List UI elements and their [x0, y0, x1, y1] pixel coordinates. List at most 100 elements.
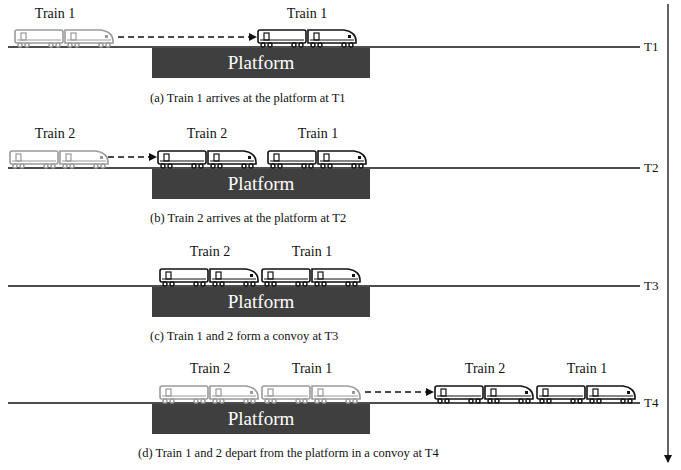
- train-light: [105, 35, 108, 38]
- train-wheel: [321, 164, 325, 168]
- train-car: [537, 386, 585, 399]
- train-wheel: [211, 164, 215, 168]
- train-wheel: [495, 399, 499, 403]
- train-stripe: [62, 161, 106, 162]
- train-light: [358, 156, 361, 159]
- train-wheel: [303, 399, 307, 403]
- train-wheel: [621, 399, 625, 403]
- train-wheel: [547, 399, 551, 403]
- train-wheel: [597, 399, 601, 403]
- motion-arrow: [108, 37, 433, 392]
- train-car: [485, 386, 533, 399]
- train-wheel: [194, 399, 198, 403]
- train-stripe: [487, 396, 531, 397]
- train-stripe: [589, 396, 633, 397]
- train-door: [214, 154, 219, 161]
- time-label: T3: [644, 279, 658, 293]
- train-name: Train 1: [292, 361, 332, 376]
- train-car: [210, 269, 258, 282]
- train-stripe: [539, 396, 583, 397]
- train-door: [324, 154, 329, 161]
- train-name: Train 2: [187, 126, 227, 141]
- train-door: [66, 154, 71, 161]
- time-axis: [667, 4, 668, 462]
- train-door: [268, 272, 273, 279]
- train-wheel: [201, 399, 205, 403]
- train-wheel: [571, 399, 575, 403]
- train-stripe: [212, 279, 256, 280]
- time-label: T2: [644, 161, 658, 175]
- time-label: T1: [644, 40, 658, 54]
- train-wheel: [352, 164, 356, 168]
- train-wheel: [302, 164, 306, 168]
- train-car: [160, 386, 208, 399]
- train-name: Train 2: [190, 361, 230, 376]
- train-stripe: [260, 40, 304, 41]
- train-door: [593, 389, 598, 396]
- train-name: Train 1: [287, 6, 327, 21]
- train-wheel: [438, 399, 442, 403]
- train-wheel: [199, 164, 203, 168]
- train-wheel: [13, 164, 17, 168]
- train-car: [312, 386, 360, 399]
- platform-block: Platform: [152, 404, 370, 434]
- train-wheel: [63, 164, 67, 168]
- train-wheel: [242, 164, 246, 168]
- train-car: [15, 30, 63, 43]
- train-name: Train 2: [465, 361, 505, 376]
- train-stripe: [212, 396, 256, 397]
- train-wheel: [94, 164, 98, 168]
- train-wheel: [25, 43, 29, 47]
- train-light: [250, 391, 253, 394]
- train-wheel: [296, 399, 300, 403]
- train-door: [314, 33, 319, 40]
- train-wheel: [299, 43, 303, 47]
- caption: (a) Train 1 arrives at the platform at T…: [150, 92, 346, 106]
- train-wheel: [251, 399, 255, 403]
- train-wheel: [296, 282, 300, 286]
- train-car: [60, 151, 108, 164]
- train-wheel: [213, 282, 217, 286]
- train-stripe: [12, 161, 56, 162]
- train-stripe: [210, 161, 254, 162]
- train-stripe: [270, 161, 314, 162]
- platform-block: Platform: [152, 287, 370, 317]
- train-light: [250, 274, 253, 277]
- train-name: Train 1: [567, 361, 607, 376]
- train-wheel: [488, 399, 492, 403]
- train-wheel: [20, 164, 24, 168]
- train-car: [435, 386, 483, 399]
- train-wheel: [526, 399, 530, 403]
- train-light: [352, 274, 355, 277]
- train-wheel: [56, 43, 60, 47]
- train-wheel: [218, 164, 222, 168]
- train-car: [308, 30, 356, 43]
- train-door: [441, 389, 446, 396]
- train-wheel: [18, 43, 22, 47]
- platform-label: Platform: [228, 291, 295, 313]
- caption: (b) Train 2 arrives at the platform at T…: [150, 212, 346, 226]
- train-door: [264, 33, 269, 40]
- train-wheel: [99, 43, 103, 47]
- train-wheel: [322, 399, 326, 403]
- train-wheel: [44, 164, 48, 168]
- train-wheel: [303, 282, 307, 286]
- train-stripe: [437, 396, 481, 397]
- train-wheel: [318, 43, 322, 47]
- train-wheel: [220, 399, 224, 403]
- train-wheel: [445, 399, 449, 403]
- platform-block: Platform: [152, 169, 370, 199]
- train-car: [587, 386, 635, 399]
- train-wheel: [192, 164, 196, 168]
- train-stripe: [160, 161, 204, 162]
- train-wheel: [106, 43, 110, 47]
- train-wheel: [271, 164, 275, 168]
- train-light: [627, 391, 630, 394]
- train-door: [491, 389, 496, 396]
- train-wheel: [342, 43, 346, 47]
- train-light: [525, 391, 528, 394]
- train-wheel: [540, 399, 544, 403]
- train-wheel: [101, 164, 105, 168]
- train-wheel: [168, 164, 172, 168]
- train-light: [100, 156, 103, 159]
